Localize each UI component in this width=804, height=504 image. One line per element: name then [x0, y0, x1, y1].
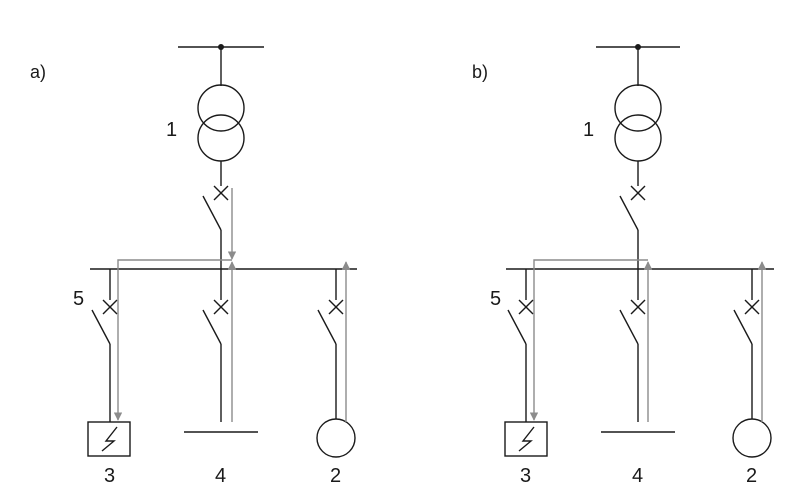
feeder-breaker-4 — [202, 269, 229, 422]
breaker-label: 5 — [73, 288, 84, 310]
panel-a-label: a) — [30, 62, 46, 82]
feeder-breaker-4 — [619, 269, 646, 422]
incomer-breaker — [619, 161, 646, 269]
feeder-breaker-5 — [507, 269, 534, 422]
transformer — [614, 84, 662, 162]
feeder-breaker-5 — [91, 269, 118, 422]
panel-a: a) 1 5 — [30, 44, 357, 487]
feeder-breaker-2 — [733, 269, 760, 419]
bottom-label-3: 3 — [104, 465, 115, 487]
bottom-label-3: 3 — [520, 465, 531, 487]
load-3-converter — [87, 421, 131, 457]
flow-to-fault-arrow — [529, 259, 648, 421]
fault-current-paths — [113, 188, 351, 422]
breaker-label: 5 — [490, 288, 501, 310]
transformer-label: 1 — [583, 119, 594, 141]
load-3-converter — [504, 421, 548, 457]
bottom-label-4: 4 — [632, 465, 643, 487]
transformer — [197, 84, 245, 162]
transformer-label: 1 — [166, 119, 177, 141]
flow-to-fault-arrow — [113, 259, 232, 421]
fault-current-paths — [529, 259, 767, 422]
panel-b-label: b) — [472, 62, 488, 82]
feeder-breaker-2 — [317, 269, 344, 419]
load-2-motor — [732, 418, 772, 458]
bottom-label-2: 2 — [330, 465, 341, 487]
load-2-motor — [316, 418, 356, 458]
incomer-breaker — [202, 161, 229, 269]
bottom-label-4: 4 — [215, 465, 226, 487]
bottom-label-2: 2 — [746, 465, 757, 487]
panel-b: b) 1 5 — [472, 44, 774, 487]
